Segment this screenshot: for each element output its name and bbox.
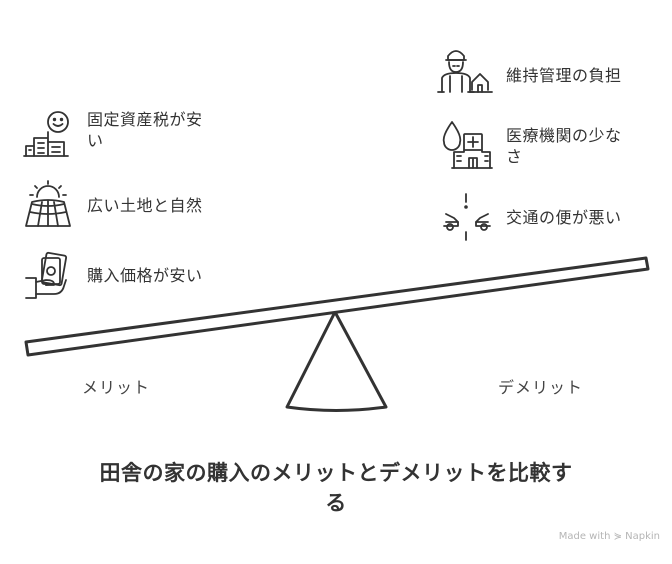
diagram-title-line1: 田舎の家の購入のメリットとデメリットを比較す — [99, 461, 573, 485]
building-smile-icon — [23, 111, 69, 157]
napkin-watermark: Made with ⋟ Napkin — [558, 531, 660, 542]
diagram-title: 田舎の家の購入のメリットとデメリットを比較す る — [36, 458, 636, 518]
demerits-heading: デメリット — [498, 378, 584, 397]
hospital-drop-icon — [442, 121, 493, 169]
demerit-item-3-label: 交通の便が悪い — [506, 208, 622, 227]
diagram-title-line2: る — [325, 491, 347, 515]
hand-money-icon — [25, 251, 68, 299]
merits-heading: メリット — [82, 378, 151, 397]
demerit-item-1-label: 維持管理の負担 — [506, 66, 622, 85]
merit-item-1-label-line2: い — [87, 131, 104, 150]
worker-house-icon — [437, 50, 493, 93]
seesaw-plank — [24, 256, 650, 357]
sun-field-icon — [25, 180, 71, 227]
demerit-item-2-label-line1: 医療機関の少な — [506, 126, 622, 145]
merit-item-1-label-line1: 固定資産税が安 — [87, 110, 203, 129]
seesaw-fulcrum — [285, 310, 388, 412]
merit-item-3-label: 購入価格が安い — [87, 266, 203, 285]
merit-item-2-label: 広い土地と自然 — [87, 196, 203, 215]
transport-cars-icon — [443, 193, 491, 241]
demerit-item-2-label-line2: さ — [506, 147, 523, 166]
